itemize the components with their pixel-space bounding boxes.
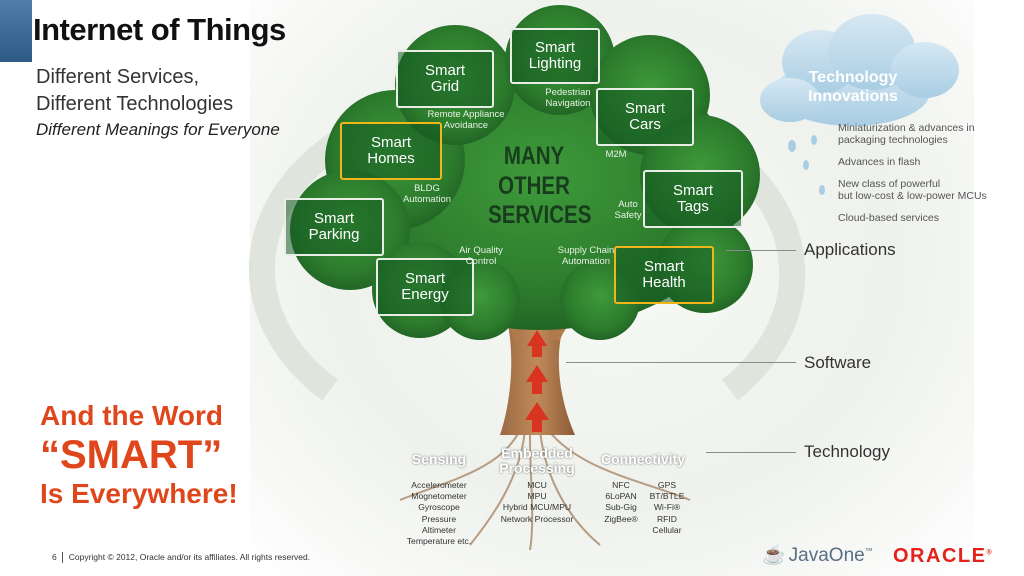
innovation-item: Cloud-based services [838,212,939,224]
tagline-line-3: Is Everywhere! [40,478,238,510]
tagline-line-2: “SMART” [40,433,223,478]
sensing-heading: Sensing [411,451,467,467]
innovation-cloud [760,14,959,126]
box-label: Tags [677,198,709,215]
many-other-services: MANY OTHER SERVICES [488,142,592,229]
box-label: Homes [367,150,415,167]
subtitle-line-1: Different Services, [36,66,200,88]
layer-label-technology: Technology [804,442,891,461]
java-cup-icon: ☕ [762,545,786,566]
page-title: Internet of Things [33,12,286,47]
box-label: Smart [313,209,354,227]
box-label: Smart [424,61,465,79]
layer-label-software: Software [804,353,872,372]
box-label: Smart [643,257,684,275]
box-label: Energy [401,286,449,303]
software-leader-line [566,362,796,363]
connectivity-list-2: GPS BT/BTLE Wi-Fi® RFID Cellular [649,480,685,535]
technology-leader-line [706,452,796,453]
box-label: Smart [672,181,713,199]
connectivity-list-1: NFC 6LoPAN Sub-Gig ZigBee® [604,480,638,524]
connectivity-heading: Connectivity [600,451,685,467]
embedded-list: MCU MPU Hybrid MCU/MPU Network Processor [500,480,574,524]
oracle-logo: ORACLE® [893,545,994,567]
box-label: Lighting [528,55,582,72]
box-label: Smart [370,133,411,151]
subtitle-line-2: Different Technologies [36,93,234,115]
sensing-list: Accelerometer Mognetometer Gyroscope Pre… [406,480,472,546]
applications-leader-line [726,250,796,251]
box-label: Health [642,274,686,291]
smart-tagline: And the Word “SMART” Is Everywhere! [40,400,238,510]
technology-innovations-title: Technology Innovations [808,69,898,106]
layer-label-applications: Applications [804,240,896,259]
box-label: Grid [430,78,460,95]
tree-roots [399,429,691,551]
footer: 6 Copyright © 2012, Oracle and/or its aff… [52,552,311,564]
corner-accent [0,0,32,62]
box-label: Smart [624,99,665,117]
box-label: Smart [534,38,575,56]
innovation-item: Advances in flash [838,156,921,168]
copyright-text: Copyright © 2012, Oracle and/or its affi… [68,552,311,562]
rain-drops [788,135,825,195]
page-number: 6 [52,552,57,562]
box-label: Smart [404,269,445,287]
subtitle-line-3: Different Meanings for Everyone [36,120,280,139]
service-label: M2M [605,149,627,160]
box-label: Parking [308,226,360,243]
javaone-logo: ☕JavaOne™ [762,545,873,566]
tagline-line-1: And the Word [40,400,224,431]
box-label: Cars [629,116,661,133]
